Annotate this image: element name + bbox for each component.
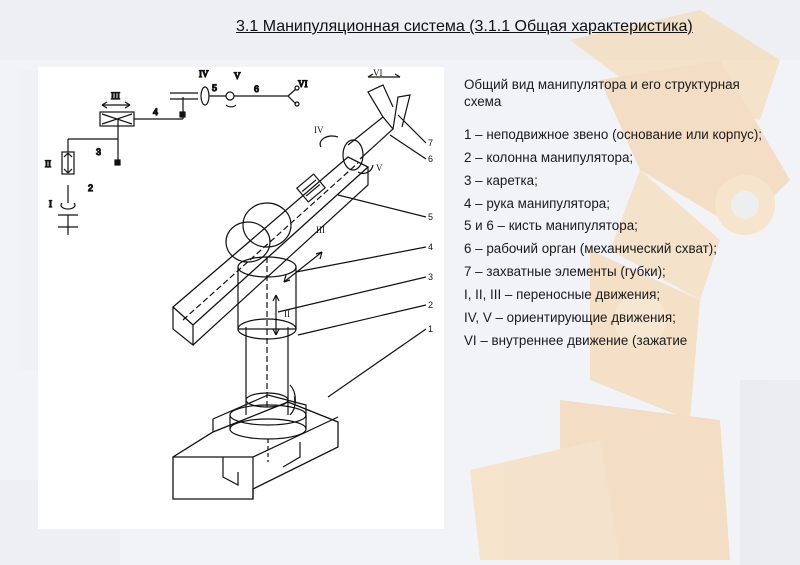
schematic-label-m3: III <box>111 91 120 101</box>
drawing-label-6: 6 <box>428 154 433 164</box>
legend-item-2: 2 – колонна манипулятора; <box>464 150 634 165</box>
legend-item-7: 7 – захватные элементы (губки); <box>464 264 666 279</box>
drawing-label-iv: IV <box>314 125 324 135</box>
drawing-label-ii: II <box>284 309 290 319</box>
schematic-label-m4: IV <box>199 69 209 79</box>
drawing-label-4: 4 <box>428 242 433 252</box>
legend-item-5-6: 5 и 6 – кисть манипулятора; <box>464 218 638 233</box>
schematic-label-n6: 6 <box>254 84 259 94</box>
drawing-label-5: 5 <box>428 212 433 222</box>
drawing-label-i: I <box>293 395 296 405</box>
drawing-label-7: 7 <box>428 138 433 148</box>
schematic-label-m1: I <box>49 199 52 209</box>
manipulator-figure: I 2 II 3 III 4 <box>38 67 444 529</box>
legend-item-1: 1 – неподвижное звено (основание или кор… <box>464 127 763 142</box>
schematic-label-n2: 2 <box>88 183 93 193</box>
legend-item-orienting-motions: IV, V – ориентирующие движения; <box>464 310 676 325</box>
structural-schematic: I 2 II 3 III 4 <box>44 68 308 235</box>
drawing-label-vi: VI <box>373 68 383 78</box>
schematic-label-m2: II <box>45 159 51 169</box>
drawing-label-3: 3 <box>428 272 433 282</box>
schematic-label-n4: 4 <box>153 107 158 117</box>
drawing-label-1: 1 <box>428 324 433 334</box>
description-heading: Общий вид манипулятора и его структурная… <box>464 77 740 109</box>
legend-item-4: 4 – рука манипулятора; <box>464 196 610 211</box>
schematic-label-m5: V <box>234 71 241 81</box>
drawing-label-v: V <box>376 163 383 173</box>
legend-item-transfer-motions: I, II, III – переносные движения; <box>464 287 661 302</box>
schematic-label-n5: 5 <box>212 83 217 93</box>
legend-item-3: 3 – каретка; <box>464 173 538 188</box>
slide-title: 3.1 Манипуляционная система (3.1.1 Общая… <box>236 18 693 35</box>
legend-item-internal-motion: VI – внутреннее движение (зажатие <box>464 333 688 348</box>
schematic-label-m6: VI <box>298 79 308 89</box>
description-panel: Общий вид манипулятора и его структурная… <box>464 76 764 355</box>
manipulator-drawing: VI IV V III II I 7 6 5 4 3 2 1 <box>172 68 433 500</box>
drawing-label-2: 2 <box>428 300 433 310</box>
drawing-label-iii: III <box>316 225 325 235</box>
schematic-label-n3: 3 <box>96 147 101 157</box>
legend-item-6: 6 – рабочий орган (механический схват); <box>464 241 717 256</box>
